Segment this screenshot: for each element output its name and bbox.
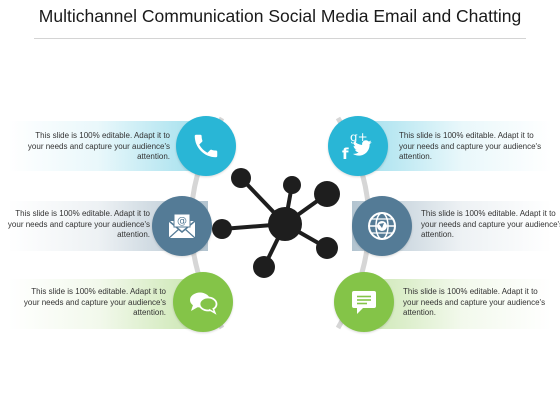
message-circle [334, 272, 394, 332]
hub-node [268, 207, 302, 241]
globe-circle [352, 196, 412, 256]
node-bottom [253, 256, 275, 278]
right-description-3: This slide is 100% editable. Adapt it to… [403, 287, 546, 317]
phone-icon [194, 134, 218, 158]
node-top-left [231, 168, 251, 188]
left-description-3: This slide is 100% editable. Adapt it to… [23, 287, 166, 317]
email-circle: @ [152, 196, 212, 256]
chat-bubbles-icon [190, 292, 218, 315]
message-icon [352, 291, 376, 314]
globe-network-icon [368, 212, 396, 240]
slide-title: Multichannel Communication Social Media … [38, 6, 522, 26]
phone-circle [176, 116, 236, 176]
social-media-icon: g+ f [342, 130, 372, 163]
chat-circle [173, 272, 233, 332]
twitter-icon [352, 140, 372, 156]
node-top [283, 176, 301, 194]
email-icon: @ [168, 213, 196, 239]
social-media-circle: g+ f [328, 116, 388, 176]
right-description-1: This slide is 100% editable. Adapt it to… [399, 131, 542, 161]
node-bottom-right [316, 237, 338, 259]
left-description-2: This slide is 100% editable. Adapt it to… [7, 209, 150, 239]
right-description-2: This slide is 100% editable. Adapt it to… [421, 209, 560, 239]
node-top-right [314, 181, 340, 207]
facebook-icon: f [342, 145, 349, 163]
google-plus-icon: g+ [350, 130, 368, 144]
left-description-1: This slide is 100% editable. Adapt it to… [27, 131, 170, 161]
node-left [212, 219, 232, 239]
title-divider [34, 38, 526, 39]
svg-text:@: @ [177, 216, 187, 227]
left-band-1 [8, 121, 208, 171]
